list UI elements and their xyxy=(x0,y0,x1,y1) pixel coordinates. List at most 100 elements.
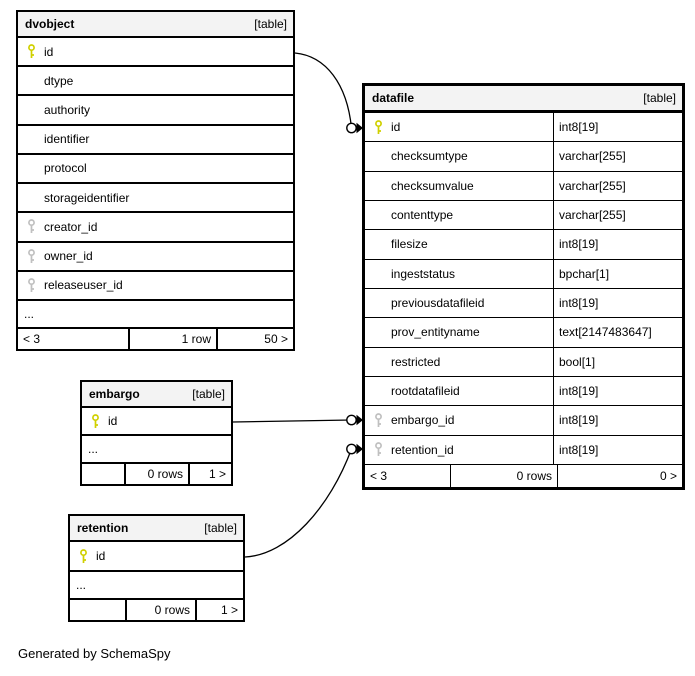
footer-children: 0 > xyxy=(557,465,682,487)
foreign-key-icon xyxy=(27,278,35,292)
column-type: bool[1] xyxy=(553,347,682,376)
footer-degree xyxy=(82,464,124,484)
table-node-datafile: datafile [table] id int8[19] checksumtyp… xyxy=(362,83,685,490)
column-type: int8[19] xyxy=(553,230,682,259)
footer-row-count: 0 rows xyxy=(125,600,195,620)
column-list: id ... xyxy=(82,408,231,462)
column-type: int8[19] xyxy=(553,406,682,435)
generated-by-note: Generated by SchemaSpy xyxy=(18,646,171,661)
column-row-identifier: identifier xyxy=(18,126,293,155)
table-footer: 0 rows 1 > xyxy=(82,462,231,484)
column-name: protocol xyxy=(44,161,87,176)
table-node-dvobject: dvobject [table] id dtype authority iden… xyxy=(16,10,295,351)
table-header-datafile[interactable]: datafile [table] xyxy=(365,86,682,113)
column-name: previousdatafileid xyxy=(391,296,485,311)
column-row-contenttype: contenttype varchar[255] xyxy=(365,200,682,231)
table-type-badge: [table] xyxy=(254,17,287,31)
column-row-filesize: filesize int8[19] xyxy=(365,230,682,260)
foreign-key-icon xyxy=(374,442,382,457)
footer-degree: < 3 xyxy=(370,469,388,483)
footer-row-count: 0 rows xyxy=(450,465,557,487)
column-type: bpchar[1] xyxy=(553,259,682,288)
column-name: dtype xyxy=(44,73,74,88)
column-row-owner_id: owner_id xyxy=(18,243,293,272)
column-type: int8[19] xyxy=(553,113,682,142)
column-row-protocol: protocol xyxy=(18,155,293,185)
foreign-key-icon xyxy=(374,413,382,427)
foreign-key-icon xyxy=(27,219,35,234)
table-header-embargo[interactable]: embargo [table] xyxy=(82,382,231,408)
table-title: dvobject xyxy=(25,17,75,31)
table-title: datafile xyxy=(372,91,415,105)
column-type: text[2147483647] xyxy=(553,318,682,347)
column-row-embargo_id: embargo_id int8[19] xyxy=(365,406,682,436)
column-row-retention_id: retention_id int8[19] xyxy=(365,435,682,464)
table-header-retention[interactable]: retention [table] xyxy=(70,516,243,542)
terminator-circle-icon xyxy=(346,122,357,134)
primary-key-icon xyxy=(27,44,35,59)
table-footer: < 3 0 rows 0 > xyxy=(365,464,682,487)
column-row-authority: authority xyxy=(18,96,293,126)
table-type-badge: [table] xyxy=(204,521,237,535)
column-row-id: id int8[19] xyxy=(365,113,682,143)
column-row-storageidentifier: storageidentifier xyxy=(18,184,293,214)
column-list: id dtype authority identifier protocol s… xyxy=(18,38,293,327)
foreign-key-icon xyxy=(27,248,35,263)
table-header-dvobject[interactable]: dvobject [table] xyxy=(18,12,293,38)
column-row-creator_id: creator_id xyxy=(18,213,293,243)
footer-children: 1 > xyxy=(188,464,231,484)
primary-key-icon xyxy=(374,119,382,134)
footer-row-count: 1 row xyxy=(128,329,216,349)
column-name: identifier xyxy=(44,132,90,147)
relationship-line xyxy=(232,419,352,423)
column-name: checksumvalue xyxy=(391,178,474,193)
column-type: int8[19] xyxy=(553,376,682,406)
column-name: prov_entityname xyxy=(391,325,480,340)
relationship-line xyxy=(294,52,353,129)
relationship-line xyxy=(244,448,353,558)
primary-key-icon xyxy=(79,548,87,563)
table-node-embargo: embargo [table] id ... 0 rows 1 > xyxy=(80,380,233,486)
column-row-rootdatafileid: rootdatafileid int8[19] xyxy=(365,376,682,407)
column-name: rootdatafileid xyxy=(391,384,460,399)
footer-degree xyxy=(70,600,125,620)
column-name: storageidentifier xyxy=(44,190,130,205)
column-name: restricted xyxy=(391,354,441,369)
column-row-ingeststatus: ingeststatus bpchar[1] xyxy=(365,259,682,289)
table-type-badge: [table] xyxy=(192,387,225,401)
column-type: int8[19] xyxy=(553,288,682,318)
column-row-checksumtype: checksumtype varchar[255] xyxy=(365,142,682,172)
column-name: embargo_id xyxy=(391,413,455,428)
table-footer: 0 rows 1 > xyxy=(70,598,243,620)
relationship-dvobject-id-to-datafile-id xyxy=(294,52,363,134)
relationship-retention-id-to-datafile-retention_id xyxy=(244,443,363,558)
column-name: id xyxy=(44,44,54,59)
table-node-retention: retention [table] id ... 0 rows 1 > xyxy=(68,514,245,622)
column-type: int8[19] xyxy=(553,435,682,464)
footer-row-count: 0 rows xyxy=(124,464,188,484)
column-row-releaseuser_id: releaseuser_id xyxy=(18,272,293,301)
column-name: creator_id xyxy=(44,219,98,234)
column-name: owner_id xyxy=(44,249,93,264)
column-row-checksumvalue: checksumvalue varchar[255] xyxy=(365,171,682,201)
column-row-id: id xyxy=(70,542,243,572)
primary-key-icon xyxy=(91,413,99,428)
column-name: authority xyxy=(44,103,91,118)
relationship-embargo-id-to-datafile-embargo_id xyxy=(232,414,363,426)
more-columns-indicator: ... xyxy=(76,578,87,592)
column-name: checksumtype xyxy=(391,149,468,164)
table-title: embargo xyxy=(89,387,140,401)
more-columns-indicator: ... xyxy=(88,442,99,456)
column-type: varchar[255] xyxy=(553,171,682,200)
column-type: varchar[255] xyxy=(553,200,682,230)
table-footer: < 3 1 row 50 > xyxy=(18,327,293,349)
terminator-circle-icon xyxy=(346,443,357,455)
column-row-prov_entityname: prov_entityname text[2147483647] xyxy=(365,318,682,348)
footer-children: 1 > xyxy=(195,600,243,620)
column-name: retention_id xyxy=(391,442,454,457)
terminator-circle-icon xyxy=(346,414,357,426)
column-name: id xyxy=(96,549,106,563)
column-list: id int8[19] checksumtype varchar[255] ch… xyxy=(365,113,682,464)
column-name: filesize xyxy=(391,237,428,252)
